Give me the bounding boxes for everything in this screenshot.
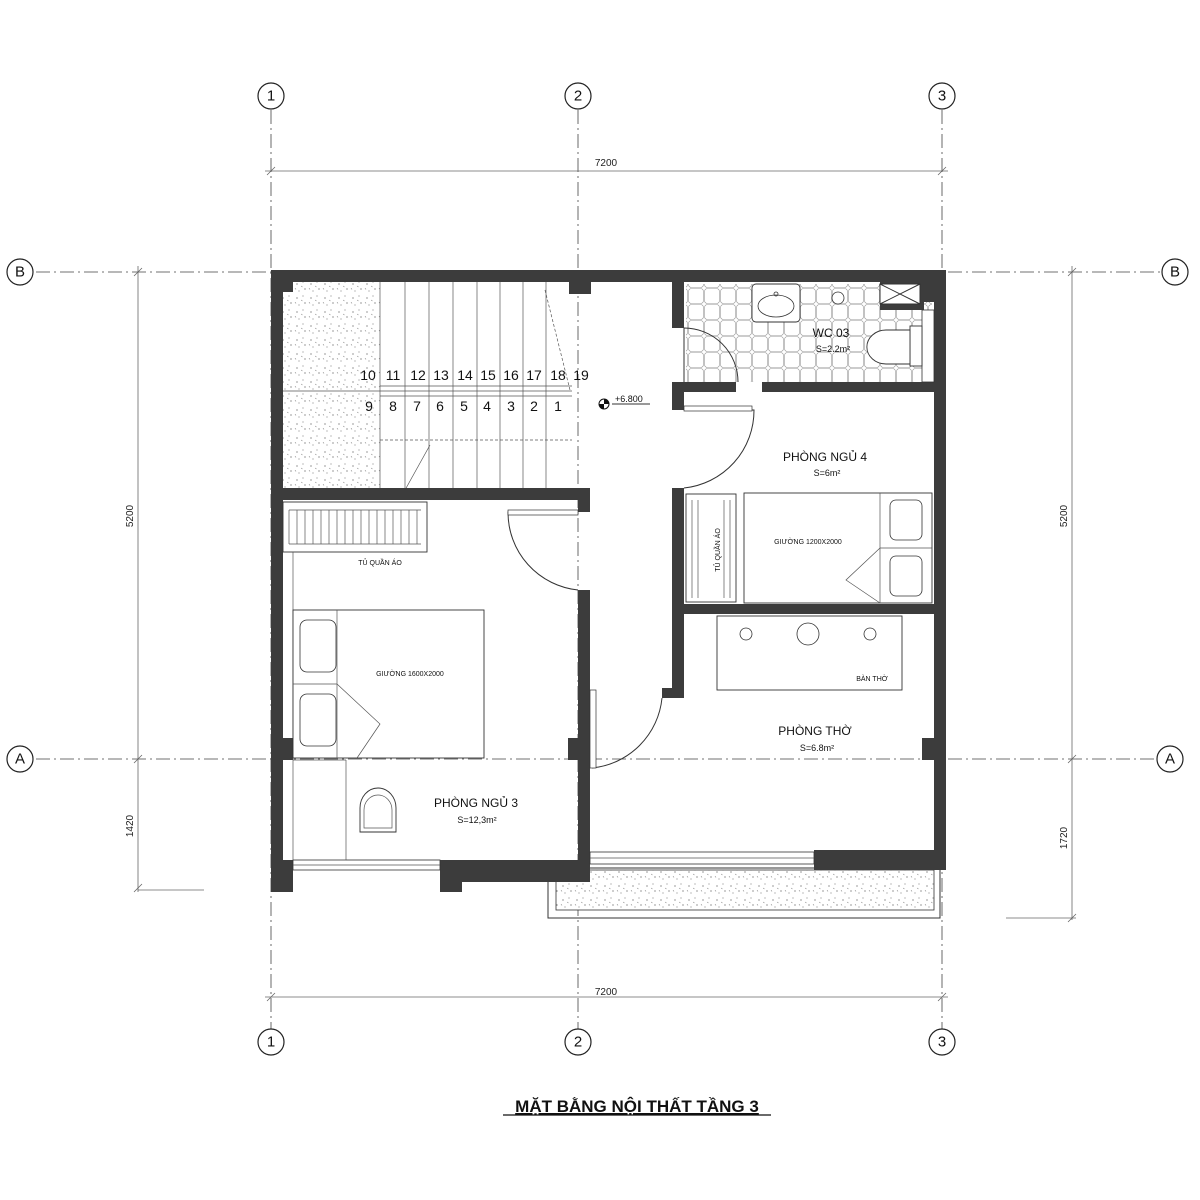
svg-text:+6.800: +6.800 — [615, 394, 643, 404]
step-number: 19 — [573, 367, 589, 383]
step-number: 13 — [433, 367, 449, 383]
bedroom3: TỦ QUẦN ÁO GIƯỜNG 1600X2000 PHÒNG NGỦ 3 … — [282, 501, 518, 861]
axis-bubble-a-right: A — [1156, 745, 1184, 773]
axis-bubble-1-bottom: 1 — [257, 1028, 285, 1056]
svg-text:2: 2 — [574, 1034, 582, 1051]
drawing-title: MẶT BẰNG NỘI THẤT TẦNG 3 — [515, 1097, 759, 1116]
windows — [292, 283, 935, 871]
step-number: 1 — [554, 398, 562, 414]
step-number: 4 — [483, 398, 491, 414]
bed-small-label: GIƯỜNG 1200X2000 — [774, 537, 842, 546]
axis-bubble-a-left: A — [6, 745, 34, 773]
bedroom3-area: S=12,3m² — [457, 815, 496, 825]
stair-numbers-upper: 10 11 12 13 14 15 16 17 18 19 — [360, 367, 589, 383]
altar-room-area: S=6.8m² — [800, 743, 834, 753]
wardrobe-right-label: TỦ QUẦN ÁO — [712, 528, 722, 572]
svg-text:A: A — [1165, 751, 1175, 768]
svg-text:5200: 5200 — [125, 504, 136, 527]
bedroom3-name: PHÒNG NGỦ 3 — [434, 795, 518, 810]
svg-text:B: B — [15, 264, 25, 281]
bedroom4-name: PHÒNG NGỦ 4 — [783, 449, 867, 464]
step-number: 18 — [550, 367, 566, 383]
step-number: 6 — [436, 398, 444, 414]
walls — [271, 270, 946, 892]
step-number: 12 — [410, 367, 426, 383]
svg-text:B: B — [1170, 264, 1180, 281]
axis-bubble-2-bottom: 2 — [564, 1028, 592, 1056]
svg-text:7200: 7200 — [595, 987, 618, 998]
dimension-left: 5200 1420 — [125, 266, 204, 893]
wc-fixtures: WC 03 S=2.2m² — [751, 283, 923, 367]
step-number: 17 — [526, 367, 542, 383]
step-number: 15 — [480, 367, 496, 383]
axis-bubble-1-top: 1 — [257, 82, 285, 110]
svg-text:1720: 1720 — [1059, 826, 1070, 849]
step-number: 16 — [503, 367, 519, 383]
axis-bubble-b-left: B — [6, 258, 34, 286]
step-number: 10 — [360, 367, 376, 383]
step-number: 11 — [386, 367, 401, 383]
altar-room: BÀN THỜ PHÒNG THỜ S=6.8m² — [716, 615, 903, 753]
wc-area: S=2.2m² — [816, 344, 850, 354]
dimension-right: 5200 1720 — [1006, 266, 1077, 923]
staircase: 10 11 12 13 14 15 16 17 18 19 9 8 7 6 5 … — [282, 282, 589, 491]
axis-bubble-b-right: B — [1161, 258, 1189, 286]
wardrobe-left-label: TỦ QUẦN ÁO — [358, 557, 402, 567]
svg-text:3: 3 — [938, 1034, 946, 1051]
step-number: 9 — [365, 398, 373, 414]
balcony — [547, 867, 941, 919]
svg-text:7200: 7200 — [595, 158, 618, 169]
step-number: 14 — [457, 367, 473, 383]
svg-text:1: 1 — [267, 1034, 275, 1051]
axis-bubble-3-top: 3 — [928, 82, 956, 110]
step-number: 8 — [389, 398, 397, 414]
step-number: 3 — [507, 398, 515, 414]
svg-text:1420: 1420 — [125, 814, 136, 837]
dimension-top: 7200 — [265, 158, 948, 176]
svg-text:1: 1 — [267, 88, 275, 105]
level-marker: +6.800 — [598, 394, 650, 410]
bed-large-label: GIƯỜNG 1600X2000 — [376, 669, 444, 678]
wc-name: WC 03 — [813, 326, 850, 340]
step-number: 7 — [413, 398, 421, 414]
doors — [507, 327, 755, 769]
altar-room-name: PHÒNG THỜ — [778, 723, 852, 738]
stair-numbers-lower: 9 8 7 6 5 4 3 2 1 — [365, 398, 562, 414]
altar-label: BÀN THỜ — [856, 674, 888, 683]
step-number: 5 — [460, 398, 468, 414]
dimension-bottom: 7200 — [265, 987, 948, 1002]
svg-text:2: 2 — [574, 88, 582, 105]
svg-text:A: A — [15, 751, 25, 768]
axis-bubble-3-bottom: 3 — [928, 1028, 956, 1056]
axis-bubble-2-top: 2 — [564, 82, 592, 110]
svg-text:5200: 5200 — [1059, 504, 1070, 527]
step-number: 2 — [530, 398, 538, 414]
bedroom4: TỦ QUẦN ÁO GIƯỜNG 1200X2000 PHÒNG NGỦ 4 … — [685, 449, 933, 604]
svg-text:3: 3 — [938, 88, 946, 105]
bedroom4-area: S=6m² — [814, 468, 841, 478]
